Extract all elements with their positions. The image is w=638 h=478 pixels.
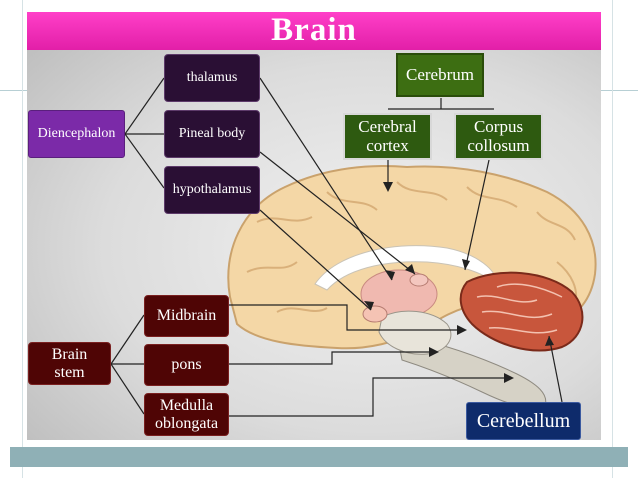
cerebral-cortex-label-line2: cortex bbox=[366, 135, 409, 155]
medulla-label-line2: oblongata bbox=[154, 414, 219, 432]
hypothalamus-label: hypothalamus bbox=[172, 182, 252, 198]
diencephalon-label: Diencephalon bbox=[37, 126, 116, 142]
thalamus-box: thalamus bbox=[164, 54, 260, 102]
slide-canvas: Brain bbox=[27, 12, 601, 440]
brain-stem-label-line1: Brain bbox=[51, 345, 88, 363]
connector-arrowheads bbox=[364, 182, 554, 383]
slide-title: Brain bbox=[271, 12, 357, 48]
midbrain-label: Midbrain bbox=[156, 307, 217, 325]
title-bar: Brain bbox=[27, 12, 601, 50]
cerebellum-label: Cerebellum bbox=[476, 410, 571, 432]
pons-label: pons bbox=[171, 356, 202, 374]
pons-shape bbox=[378, 310, 452, 355]
corpus-collosum-box: Corpus collosum bbox=[454, 113, 543, 160]
thalamus-label: thalamus bbox=[186, 70, 238, 86]
hypothalamus-box: hypothalamus bbox=[164, 166, 260, 214]
corpus-collosum-label-line1: Corpus bbox=[473, 116, 524, 136]
midbrain-box: Midbrain bbox=[144, 295, 229, 337]
medulla-oblongata-box: Medulla oblongata bbox=[144, 393, 229, 436]
slide-frame-line-right bbox=[612, 0, 613, 478]
cerebrum-label: Cerebrum bbox=[406, 64, 474, 84]
slide-bottom-bar bbox=[10, 447, 628, 467]
cerebellum-box: Cerebellum bbox=[466, 402, 581, 440]
cerebral-cortex-box: Cerebral cortex bbox=[343, 113, 432, 160]
pineal-body-label: Pineal body bbox=[178, 126, 246, 142]
medulla-label-line1: Medulla bbox=[159, 396, 214, 414]
corpus-collosum-label-line2: collosum bbox=[467, 135, 530, 155]
brain-illustration bbox=[110, 77, 597, 417]
pineal-body-box: Pineal body bbox=[164, 110, 260, 158]
hypothalamus-shape bbox=[362, 305, 388, 323]
brain-stem-box: Brain stem bbox=[28, 342, 111, 385]
brain-stem-label-line2: stem bbox=[54, 363, 85, 381]
diencephalon-box: Diencephalon bbox=[28, 110, 125, 158]
cerebral-cortex-label-line1: Cerebral bbox=[358, 116, 417, 136]
connector-lines bbox=[110, 77, 563, 417]
cerebrum-box: Cerebrum bbox=[396, 53, 484, 97]
pons-box: pons bbox=[144, 344, 229, 386]
slide-frame-line-left bbox=[22, 0, 23, 478]
pineal-shape bbox=[409, 273, 429, 287]
